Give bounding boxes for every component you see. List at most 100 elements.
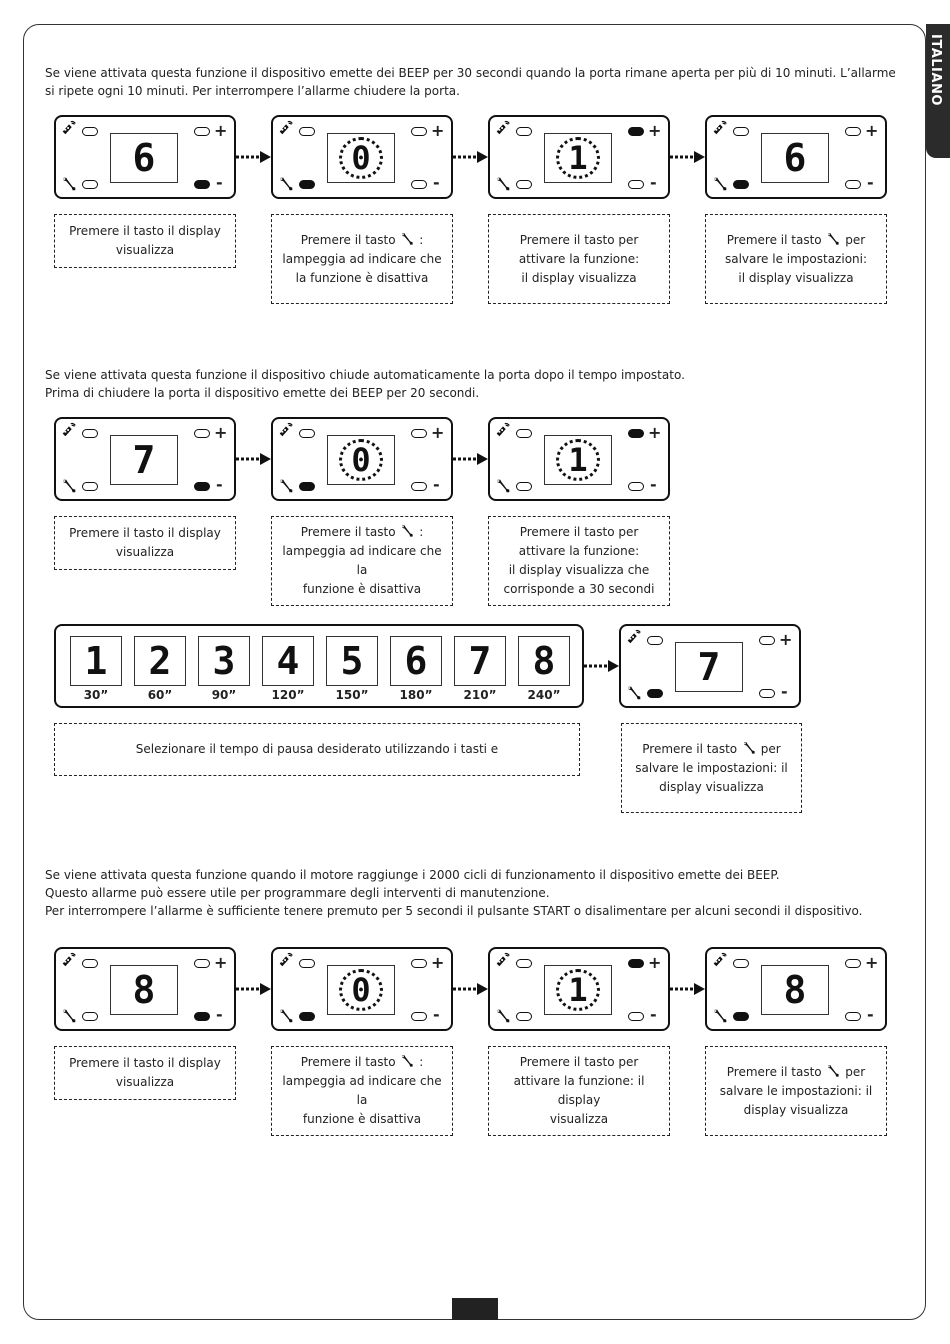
time-option-digit: 4 bbox=[262, 636, 314, 686]
minus-led bbox=[759, 689, 775, 698]
plus-led bbox=[628, 429, 644, 438]
remote-led bbox=[733, 959, 749, 968]
wrench-led bbox=[82, 180, 98, 189]
paragraph-line: Se viene attivata questa funzione quando… bbox=[45, 868, 780, 882]
lcd-display: 7 bbox=[110, 435, 178, 485]
note-text: Premere il tasto bbox=[642, 741, 738, 756]
note-text: display visualizza bbox=[743, 1102, 849, 1117]
wrench-icon bbox=[60, 477, 78, 495]
plus-led bbox=[845, 127, 861, 136]
minus-led bbox=[194, 1012, 210, 1021]
remote-icon bbox=[711, 119, 729, 137]
plus-sign: + bbox=[431, 121, 445, 140]
paragraph-line: Se viene attivata questa funzione il dis… bbox=[45, 66, 896, 80]
lcd-display: 1 bbox=[544, 965, 612, 1015]
lcd-digit: 8 bbox=[783, 968, 807, 1012]
remote-led bbox=[647, 636, 663, 645]
plus-led bbox=[628, 959, 644, 968]
wrench-icon bbox=[60, 1007, 78, 1025]
lcd-digit-blinking: 1 bbox=[556, 137, 600, 179]
wrench-led bbox=[516, 1012, 532, 1021]
remote-icon bbox=[277, 421, 295, 439]
minus-sign: - bbox=[650, 475, 657, 494]
note-text: Premere il tasto per bbox=[519, 232, 639, 247]
note-text: display visualizza bbox=[659, 779, 764, 794]
wrench-icon bbox=[399, 231, 415, 247]
remote-icon bbox=[494, 119, 512, 137]
language-tab bbox=[926, 24, 950, 158]
note-text: visualizza bbox=[549, 1112, 609, 1126]
instruction-note: Premere il tasto per attivare la funzione… bbox=[488, 214, 670, 304]
minus-sign: - bbox=[650, 173, 657, 192]
note-text: Premere il tasto il display bbox=[69, 224, 221, 238]
arrow-icon bbox=[453, 150, 489, 164]
note-text: Premere il tasto il display bbox=[69, 1056, 221, 1070]
paragraph-line: Questo allarme può essere utile per prog… bbox=[45, 886, 550, 900]
display-panel: 7 + - bbox=[54, 417, 236, 501]
note-text: Premere il tasto bbox=[300, 232, 396, 247]
minus-sign: - bbox=[216, 475, 223, 494]
wrench-icon bbox=[741, 740, 757, 756]
note-text: attivare la funzione: bbox=[518, 251, 640, 266]
lcd-display: 8 bbox=[761, 965, 829, 1015]
remote-icon bbox=[60, 951, 78, 969]
remote-led bbox=[299, 959, 315, 968]
lcd-display: 0 bbox=[327, 965, 395, 1015]
note-text: per bbox=[845, 1064, 866, 1079]
remote-led bbox=[299, 127, 315, 136]
wrench-icon bbox=[399, 523, 415, 539]
remote-led bbox=[82, 127, 98, 136]
display-panel: 7 + - bbox=[619, 624, 801, 708]
display-panel: 6 + - bbox=[705, 115, 887, 199]
lcd-display: 7 bbox=[675, 642, 743, 692]
section3-paragraph: Se viene attivata questa funzione quando… bbox=[45, 866, 862, 920]
time-option-label: 210” bbox=[463, 688, 497, 702]
wrench-icon bbox=[277, 1007, 295, 1025]
note-text: la funzione è disattiva bbox=[295, 270, 429, 285]
note-text: : bbox=[419, 1055, 424, 1069]
note-text: il display visualizza bbox=[521, 270, 637, 285]
time-option-digit: 3 bbox=[198, 636, 250, 686]
remote-led bbox=[82, 429, 98, 438]
note-text: visualizza bbox=[115, 545, 175, 559]
note-text: attivare la funzione: il display bbox=[513, 1074, 645, 1107]
minus-led bbox=[845, 180, 861, 189]
remote-led bbox=[82, 959, 98, 968]
wrench-led bbox=[733, 180, 749, 189]
remote-icon bbox=[625, 628, 643, 646]
note-text: salvare le impostazioni: il bbox=[635, 760, 788, 775]
wrench-led bbox=[82, 482, 98, 491]
lcd-digit: 7 bbox=[697, 645, 721, 689]
plus-sign: + bbox=[214, 953, 228, 972]
remote-icon bbox=[60, 119, 78, 137]
wrench-led bbox=[733, 1012, 749, 1021]
wrench-led bbox=[516, 180, 532, 189]
wrench-led bbox=[299, 1012, 315, 1021]
minus-sign: - bbox=[433, 173, 440, 192]
note-text: Premere il tasto il display bbox=[69, 526, 221, 540]
remote-icon bbox=[494, 951, 512, 969]
plus-led bbox=[759, 636, 775, 645]
time-option-label: 180” bbox=[399, 688, 433, 702]
paragraph-line: Per interrompere l’allarme è sufficiente… bbox=[45, 904, 863, 918]
remote-icon bbox=[711, 951, 729, 969]
note-text: lampeggia ad indicare che bbox=[282, 251, 442, 266]
arrow-icon bbox=[236, 982, 272, 996]
minus-sign: - bbox=[216, 1005, 223, 1024]
arrow-icon bbox=[670, 150, 706, 164]
lcd-display: 6 bbox=[110, 133, 178, 183]
paragraph-line: Se viene attivata questa funzione il dis… bbox=[45, 368, 685, 382]
note-text: funzione è disattiva bbox=[302, 1112, 422, 1126]
minus-led bbox=[194, 180, 210, 189]
note-text: funzione è disattiva bbox=[302, 582, 422, 596]
paragraph-line: si ripete ogni 10 minuti. Per interrompe… bbox=[45, 84, 460, 98]
time-option-label: 90” bbox=[211, 688, 237, 702]
plus-sign: + bbox=[648, 953, 662, 972]
instruction-note: Premere il tasto :lampeggia ad indicare … bbox=[271, 214, 453, 304]
plus-led bbox=[194, 429, 210, 438]
lcd-digit-blinking: 1 bbox=[556, 969, 600, 1011]
